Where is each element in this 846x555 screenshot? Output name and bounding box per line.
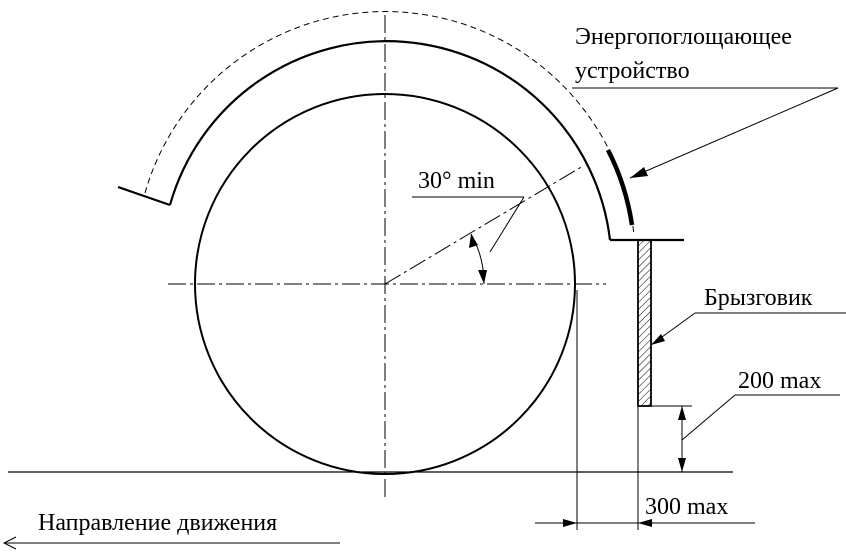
gap-height-arrow-bottom [678, 458, 686, 472]
leader-energy-absorber-arrow [630, 167, 648, 178]
angle-arrow-bottom [478, 270, 487, 284]
energy-absorber [605, 148, 635, 226]
direction-arrow-head [2, 536, 17, 550]
wheel [194, 93, 576, 475]
mudflap-leader-arrow [651, 334, 665, 345]
mudguard-arc [168, 40, 612, 241]
angle-leader [489, 196, 525, 253]
gap-width-arrow-left [563, 519, 577, 527]
gap-height-label: 200 max [738, 368, 821, 394]
outer-dashed-arc [144, 11, 635, 236]
mudguard-left-tab [117, 185, 171, 207]
gap-width-arrow-right [638, 519, 652, 527]
gap-width-label: 300 max [645, 494, 728, 520]
direction-label: Направление движения [38, 510, 277, 536]
leader-energy-absorber [629, 87, 839, 179]
mudflap [637, 239, 652, 407]
energy-absorber-label-line2: устройство [575, 58, 690, 84]
angle-label: 30° min [418, 168, 495, 194]
angle-arrow-top [469, 234, 478, 248]
gap-height-arrow-top [678, 406, 686, 420]
angle-reference-line [384, 165, 584, 285]
gap-height-leader [681, 394, 736, 441]
energy-absorber-label-line1: Энергопоглощающее [575, 24, 792, 50]
mudflap-label: Брызговик [704, 285, 813, 311]
